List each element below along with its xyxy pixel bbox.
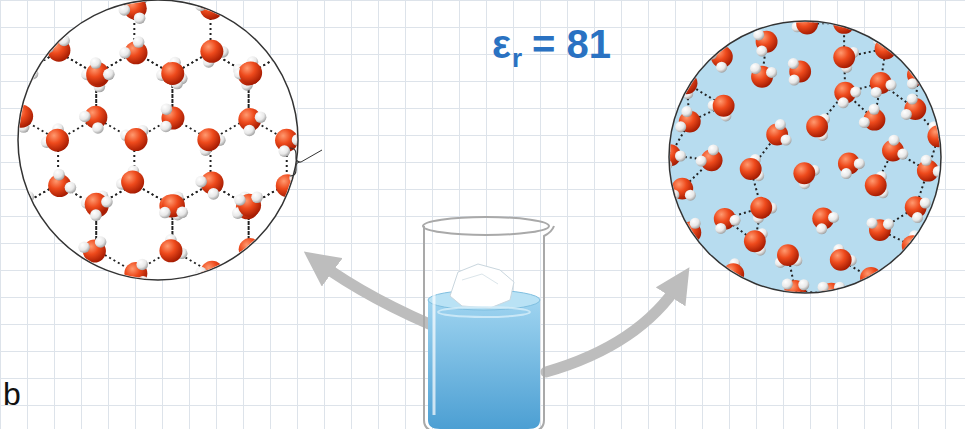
water-molecule <box>696 144 723 171</box>
water-molecule <box>675 218 702 244</box>
water-molecule <box>78 236 106 262</box>
water-molecule <box>833 46 859 73</box>
water-molecule <box>834 82 861 109</box>
water-molecule <box>275 129 303 157</box>
water-molecule <box>717 258 744 285</box>
fragment-label: b <box>3 376 21 413</box>
water-molecule <box>859 104 885 131</box>
water-molecule <box>744 228 768 255</box>
beaker <box>423 217 554 429</box>
water-molecule <box>156 62 184 89</box>
water-molecule <box>706 46 733 73</box>
water-molecule <box>830 244 857 271</box>
water-molecule <box>659 144 686 170</box>
water-molecule <box>750 63 777 88</box>
liquid-circle <box>669 21 941 293</box>
value: = 81 <box>532 22 611 66</box>
water-molecule <box>812 208 839 235</box>
water-molecule <box>901 94 926 120</box>
water-molecule <box>195 0 223 20</box>
curved-arrow <box>546 282 680 372</box>
water-molecule <box>116 165 144 193</box>
water-molecule <box>775 244 802 268</box>
water-molecule <box>870 72 897 98</box>
water-molecule <box>238 108 266 136</box>
water-molecule <box>668 178 695 201</box>
water-molecule <box>195 261 223 289</box>
water-molecule <box>42 35 70 62</box>
water-molecule <box>671 72 698 99</box>
water-molecule <box>195 171 223 199</box>
water-molecule <box>907 64 933 89</box>
water-molecule <box>124 259 148 288</box>
water-molecule <box>793 162 819 189</box>
water-molecule <box>7 193 35 219</box>
water-molecule <box>792 8 818 35</box>
water-molecule <box>161 57 188 85</box>
water-molecule <box>873 35 900 59</box>
water-molecule <box>159 234 187 262</box>
water-molecule <box>708 95 735 122</box>
water-molecule <box>905 196 931 223</box>
water-molecule <box>5 105 33 133</box>
water-molecule <box>234 192 263 217</box>
water-molecule <box>85 193 113 221</box>
water-molecule <box>236 238 265 263</box>
water-molecule <box>276 172 301 201</box>
water-molecule <box>48 169 76 197</box>
water-molecule <box>806 114 830 141</box>
water-molecule <box>120 125 148 151</box>
water-molecule <box>740 154 764 181</box>
water-molecule <box>160 103 184 132</box>
water-molecule <box>865 171 889 198</box>
water-molecule <box>766 119 791 145</box>
water-molecule <box>902 230 928 257</box>
symbol: ε <box>492 22 511 66</box>
water-molecule <box>917 155 944 182</box>
water-molecule <box>882 135 908 162</box>
water-molecule <box>79 106 107 134</box>
water-molecule <box>858 267 885 291</box>
water-molecule <box>867 218 894 241</box>
water-molecule <box>119 0 147 24</box>
water-molecule <box>119 36 147 64</box>
water-molecule <box>714 208 741 234</box>
water-molecule <box>86 57 114 85</box>
bracket <box>290 148 301 176</box>
water-molecule <box>818 282 845 305</box>
water-molecule <box>782 279 809 302</box>
water-molecule <box>750 197 777 224</box>
water-molecule <box>41 123 69 151</box>
leader-line <box>301 150 322 162</box>
water-molecule <box>829 9 856 34</box>
water-molecule <box>927 121 954 147</box>
water-molecule <box>788 58 811 85</box>
subscript: r <box>512 43 522 73</box>
water-molecule <box>157 0 185 2</box>
water-molecule <box>7 61 32 90</box>
ice-circle <box>18 0 298 280</box>
water-molecule <box>159 194 188 218</box>
water-molecule <box>200 40 228 68</box>
water-molecule <box>838 153 865 180</box>
water-molecule <box>10 191 35 220</box>
permittivity-label: εr = 81 <box>492 22 611 74</box>
water-molecule <box>276 42 303 70</box>
water-molecule <box>675 106 700 132</box>
water-molecule <box>197 128 225 156</box>
water-molecule <box>753 29 777 56</box>
water-molecule <box>155 0 183 2</box>
water-molecule <box>10 64 38 92</box>
water-molecule <box>234 56 262 84</box>
